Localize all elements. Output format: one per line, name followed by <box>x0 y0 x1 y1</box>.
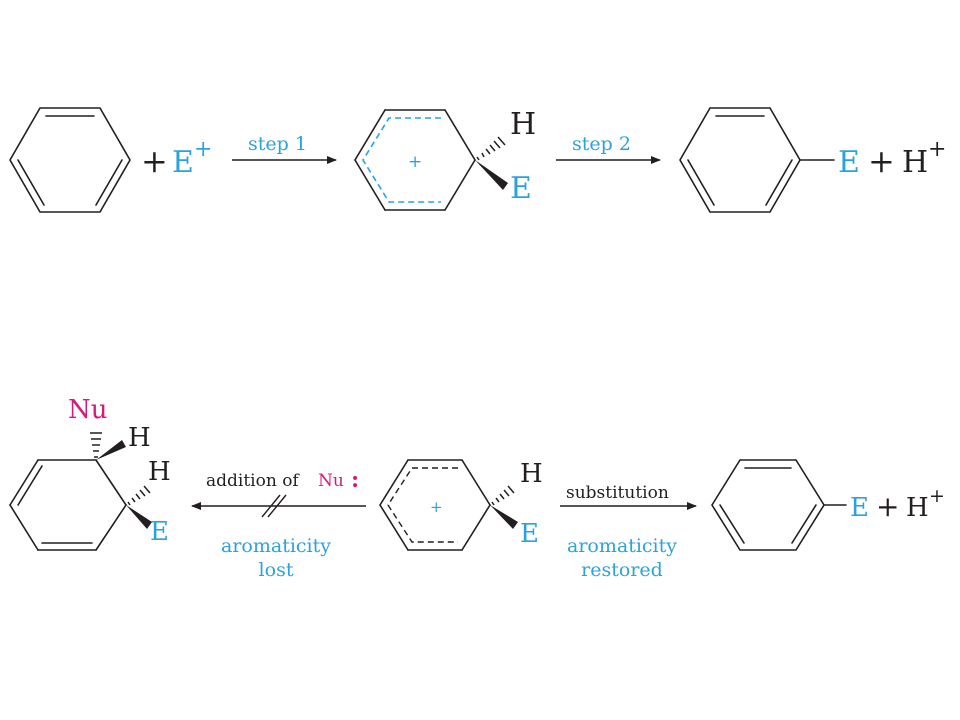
arenium-intermediate-top <box>354 109 508 211</box>
aromaticity-restored-line1: aromaticity <box>567 535 677 557</box>
aromaticity-restored-line2: restored <box>581 559 663 581</box>
intermediate-e-top: E <box>510 171 532 206</box>
electrophile-charge: + <box>194 137 212 162</box>
addition-product <box>9 432 152 551</box>
aromaticity-lost-line2: lost <box>259 559 294 581</box>
solid-wedge-h1 <box>96 440 126 460</box>
hashed-wedge-h-top <box>476 136 506 161</box>
addition-h2: H <box>148 457 171 487</box>
cation-charge-bottom: + <box>430 498 443 516</box>
addition-label-prefix: addition of <box>206 471 300 491</box>
substituted-benzene-bottom <box>711 459 847 551</box>
proton-top: H <box>902 145 928 180</box>
aromaticity-lost-line1: aromaticity <box>221 535 331 557</box>
intermediate-h-bottom: H <box>520 459 543 489</box>
product-e-top: E <box>838 145 860 180</box>
plus-sign-top-1: + <box>141 142 168 180</box>
cation-charge-top: + <box>408 152 422 172</box>
proton-charge-bottom: + <box>929 485 945 507</box>
proton-charge-top: + <box>928 137 946 162</box>
intermediate-h-top: H <box>510 107 536 142</box>
step2-label: step 2 <box>572 133 631 155</box>
step1-label: step 1 <box>248 133 307 155</box>
proton-bottom: H <box>906 493 929 523</box>
arenium-intermediate-bottom <box>379 459 518 551</box>
intermediate-e-bottom: E <box>520 519 539 549</box>
plus-sign-top-2: + <box>868 142 895 180</box>
addition-label-colon: : <box>351 467 359 493</box>
hashed-wedge-nu <box>90 432 102 458</box>
solid-wedge-e-bottom-left <box>126 505 152 529</box>
addition-h1: H <box>128 423 151 453</box>
addition-e: E <box>150 517 169 547</box>
substituted-benzene-top <box>679 107 835 213</box>
hashed-wedge-h-bottom <box>491 485 515 506</box>
product-e-bottom: E <box>850 493 869 523</box>
electrophile-label: E <box>172 145 194 180</box>
hashed-wedge-h2 <box>127 485 151 506</box>
plus-sign-bottom: + <box>876 490 899 523</box>
addition-label-nu: Nu <box>318 471 344 491</box>
nucleophile-label: Nu <box>68 395 108 425</box>
blocked-arrow-slashes <box>261 494 287 518</box>
substitution-label: substitution <box>566 483 669 503</box>
benzene-reactant <box>9 107 131 213</box>
solid-wedge-e-top <box>475 160 508 190</box>
solid-wedge-e-bottom <box>490 505 518 529</box>
